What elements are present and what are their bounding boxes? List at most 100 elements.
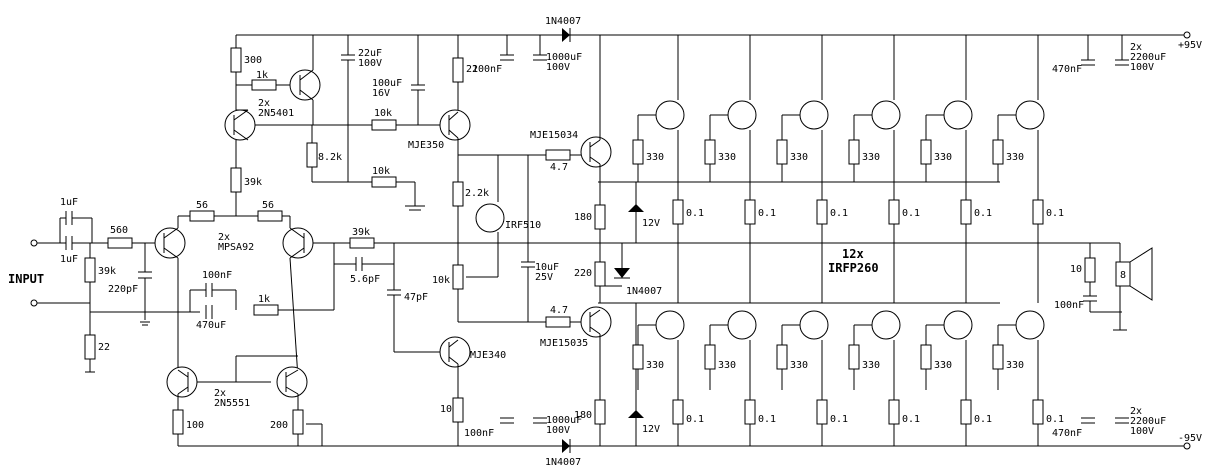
- transistor-mje340: [439, 336, 471, 446]
- label-d-bias: 1N4007: [626, 286, 662, 297]
- label-r200: 200: [270, 420, 288, 431]
- caps-rail-top: [500, 35, 547, 61]
- resistor-330-bottom-3: [776, 344, 788, 370]
- resistor-330-top-5: [920, 139, 932, 165]
- resistor-0-1-top-5: [960, 199, 972, 225]
- label-r330-bottom-2: 330: [718, 360, 736, 371]
- label-r56-b: 56: [262, 200, 274, 211]
- label-irf510: IRF510: [505, 220, 541, 231]
- label-r330-bottom-1: 330: [646, 360, 664, 371]
- resistor-1k-cs: [236, 79, 290, 91]
- label-z12-top: 12V: [642, 218, 660, 229]
- resistor-330-top-3: [776, 139, 788, 165]
- label-r0-1-top-5: 0.1: [974, 208, 992, 219]
- label-r300: 300: [244, 55, 262, 66]
- transistor-2n5401-lower: [224, 109, 445, 141]
- label-mosfet-type: IRFP260: [828, 261, 879, 275]
- resistor-4-7-top: [545, 149, 571, 161]
- label-r330-top-1: 330: [646, 152, 664, 163]
- mosfet-top-3: [799, 100, 829, 130]
- label-c220pf: 220pF: [108, 284, 138, 295]
- ground-input: [90, 311, 200, 326]
- supply-rails: [178, 34, 1185, 447]
- resistor-22-vas: [452, 35, 464, 110]
- mosfet-top-4: [871, 100, 901, 130]
- label-r10k-pot: 10k: [432, 275, 450, 286]
- output-mosfets: 0.1 330 0.1 330 0.1 330 0.1 330 0.1 330 0.1 330 0.1 3…: [632, 35, 1064, 446]
- capacitor-220pf: [138, 243, 152, 320]
- label-mosfet-count: 12x: [842, 247, 864, 261]
- resistor-39k-input: [84, 243, 96, 335]
- label-c1uf-a: 1uF: [60, 197, 78, 208]
- mosfet-top-6: [1015, 100, 1045, 130]
- mosfet-top-2: [727, 100, 757, 130]
- transistor-2n5551-left: [166, 366, 198, 410]
- caps-output-top: [1081, 35, 1129, 66]
- resistor-330-top-4: [848, 139, 860, 165]
- resistor-0-1-bottom-5: [960, 399, 972, 425]
- label-r100: 100: [186, 420, 204, 431]
- resistor-330-bottom-2: [704, 344, 716, 370]
- resistors-56: [178, 210, 290, 222]
- label-r180-bottom: 180: [574, 410, 592, 421]
- transistor-2n5551-right: [197, 355, 308, 410]
- terminal-vneg: [1183, 442, 1191, 450]
- resistor-0-1-top-2: [744, 199, 756, 225]
- label-mje350: MJE350: [408, 140, 444, 151]
- label-c100nf-fb: 100nF: [202, 270, 232, 281]
- feedback-rc: [189, 283, 334, 319]
- resistor-4-7-bottom: [545, 316, 571, 328]
- label-c47pf: 47pF: [404, 292, 428, 303]
- capacitor-22uf: [341, 35, 355, 182]
- resistor-10k-b: [371, 176, 425, 211]
- label-c1uf-b: 1uF: [60, 254, 78, 265]
- diode-1n4007-top: [562, 28, 571, 42]
- label-r10-vas: 10: [440, 404, 452, 415]
- label-r330-bottom-5: 330: [934, 360, 952, 371]
- label-r56-a: 56: [196, 200, 208, 211]
- label-r0-1-bottom-6: 0.1: [1046, 414, 1064, 425]
- resistor-330-bottom-4: [848, 344, 860, 370]
- resistor-560: [107, 237, 160, 249]
- label-r0-1-top-6: 0.1: [1046, 208, 1064, 219]
- capacitor-5-6pf: [333, 243, 394, 310]
- label-r0-1-top-1: 0.1: [686, 208, 704, 219]
- label-c470nf-bottom: 470nF: [1052, 428, 1082, 439]
- resistor-0-1-top-6: [1032, 199, 1044, 225]
- mosfet-bottom-5: [943, 310, 973, 340]
- resistor-0-1-top-1: [672, 199, 684, 225]
- input-label: INPUT: [8, 272, 44, 286]
- label-vpos: +95V: [1178, 40, 1202, 51]
- resistor-0-1-bottom-6: [1032, 399, 1044, 425]
- label-r560: 560: [110, 225, 128, 236]
- label-r39k-tail: 39k: [244, 177, 262, 188]
- label-r22-vas: 22: [466, 64, 478, 75]
- label-r22-input: 22: [98, 342, 110, 353]
- label-r330-bottom-3: 330: [790, 360, 808, 371]
- label-r330-bottom-4: 330: [862, 360, 880, 371]
- label-r180-top: 180: [574, 212, 592, 223]
- capacitor-100uf: [411, 35, 425, 125]
- label-speaker-8: 8: [1120, 270, 1126, 281]
- label-r0-1-top-4: 0.1: [902, 208, 920, 219]
- diode-1n4007-bottom: [562, 439, 571, 453]
- label-r330-top-2: 330: [718, 152, 736, 163]
- label-r0-1-top-2: 0.1: [758, 208, 776, 219]
- input-coupling-capacitors: [59, 211, 108, 250]
- mosfet-bottom-2: [727, 310, 757, 340]
- mosfet-bottom-6: [1015, 310, 1045, 340]
- label-r2-2k: 2.2k: [465, 188, 489, 199]
- caps-output-bottom: [1081, 417, 1129, 424]
- driver-bias-network: [594, 182, 644, 446]
- label-r0-1-bottom-5: 0.1: [974, 414, 992, 425]
- resistor-300: [230, 35, 242, 110]
- resistors-mirror: [172, 409, 323, 446]
- transistor-mje15034: [580, 35, 612, 182]
- speaker-icon: [1113, 243, 1153, 331]
